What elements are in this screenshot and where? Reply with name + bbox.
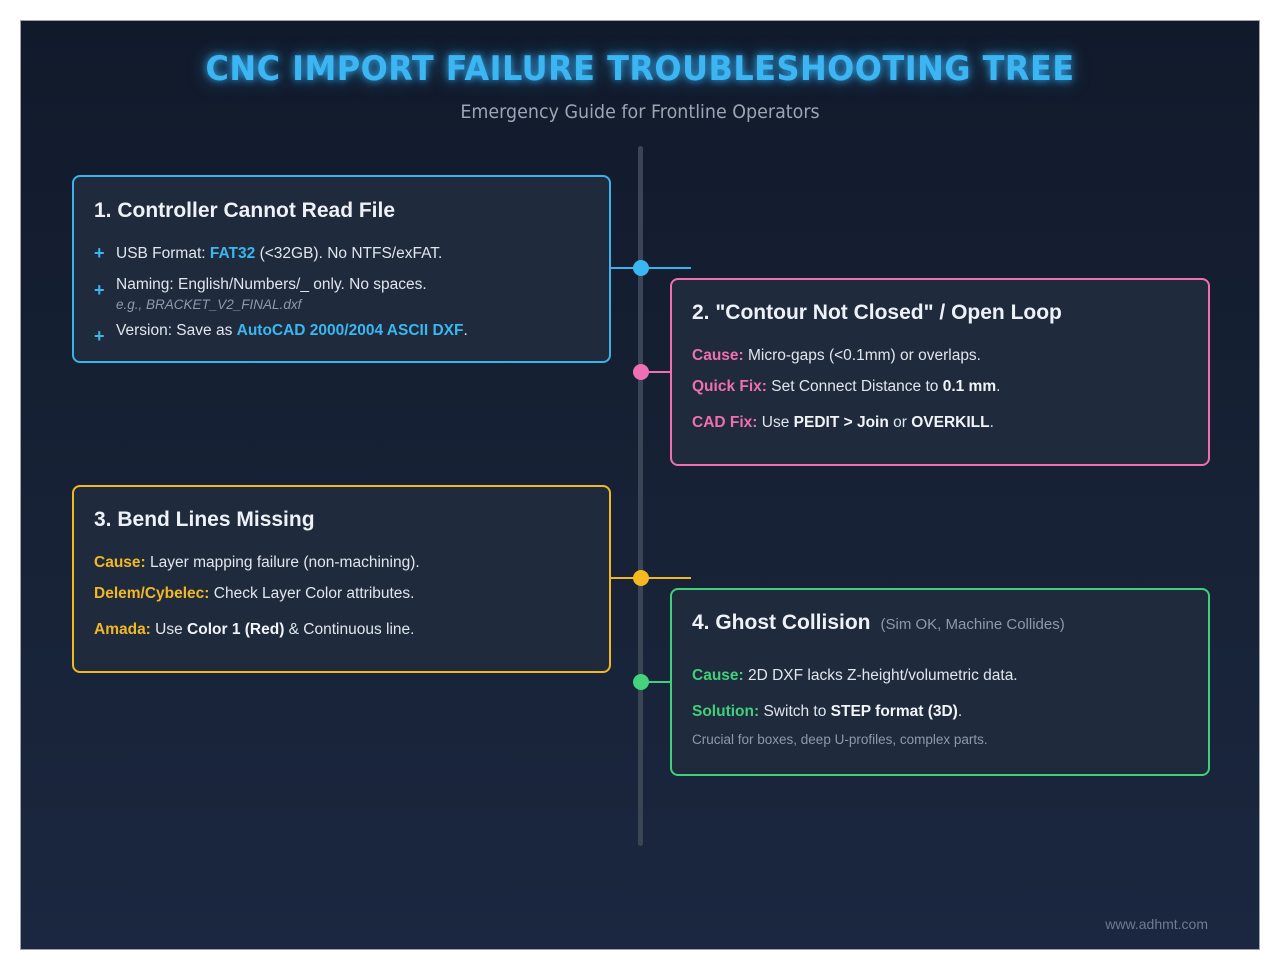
row-end: & Continuous line. <box>284 621 415 638</box>
row-solution: Solution: Switch to STEP format (3D). <box>692 703 962 721</box>
row-text: Use <box>757 414 794 431</box>
row-end: . <box>957 703 963 720</box>
card-title: 4. Ghost Collision (Sim OK, Machine Colli… <box>692 611 1065 635</box>
item-suffix: (<32GB). No NTFS/exFAT. <box>255 245 443 262</box>
item-text: Version: Save as AutoCAD 2000/2004 ASCII… <box>116 322 468 340</box>
row-bold: 0.1 mm <box>942 378 997 395</box>
row-bold: Color 1 (Red) <box>187 621 285 638</box>
row-quick-fix: Quick Fix: Set Connect Distance to 0.1 m… <box>692 378 1000 396</box>
row-mid: or <box>888 414 912 431</box>
connector-3 <box>611 577 691 579</box>
timeline-line <box>638 146 643 846</box>
row-text: Layer mapping failure (non-machining). <box>145 554 420 571</box>
connector-2 <box>641 371 671 373</box>
connector-1 <box>611 267 691 269</box>
row-text: Set Connect Distance to <box>766 378 943 395</box>
item-example: e.g., BRACKET_V2_FINAL.dxf <box>116 297 302 312</box>
timeline-dot-1 <box>633 260 649 276</box>
row-bold-2: OVERKILL <box>911 414 990 431</box>
timeline-dot-4 <box>633 674 649 690</box>
card-bend-lines-missing: 3. Bend Lines Missing Cause: Layer mappi… <box>72 485 611 673</box>
row-label: Solution: <box>692 703 760 720</box>
row-label: Quick Fix: <box>692 378 767 395</box>
item-highlight: FAT32 <box>209 245 256 262</box>
row-label: Cause: <box>692 667 744 684</box>
row-label: Delem/Cybelec: <box>94 585 210 602</box>
row-text: Switch to <box>759 703 831 720</box>
row-label: Cause: <box>692 347 744 364</box>
plus-icon: + <box>94 280 105 300</box>
page-title: CNC IMPORT FAILURE TROUBLESHOOTING TREE <box>205 49 1075 89</box>
row-text: 2D DXF lacks Z-height/volumetric data. <box>743 667 1018 684</box>
item-prefix: USB Format: <box>116 245 210 262</box>
row-amada: Amada: Use Color 1 (Red) & Continuous li… <box>94 621 414 639</box>
plus-icon: + <box>94 326 105 346</box>
row-end: . <box>996 378 1001 395</box>
row-cause: Cause: Layer mapping failure (non-machin… <box>94 554 420 572</box>
row-text: Check Layer Color attributes. <box>209 585 415 602</box>
row-bold: STEP format (3D) <box>830 703 958 720</box>
timeline-dot-3 <box>633 570 649 586</box>
card-controller-cannot-read-file: 1. Controller Cannot Read File + USB For… <box>72 175 611 363</box>
card-title-note: (Sim OK, Machine Collides) <box>880 616 1065 633</box>
row-label: CAD Fix: <box>692 414 758 431</box>
row-label: Cause: <box>94 554 146 571</box>
row-delem-cybelec: Delem/Cybelec: Check Layer Color attribu… <box>94 585 415 603</box>
item-text: Naming: English/Numbers/_ only. No space… <box>116 276 427 293</box>
card-ghost-collision: 4. Ghost Collision (Sim OK, Machine Colli… <box>670 588 1210 776</box>
card-title: 1. Controller Cannot Read File <box>94 199 396 222</box>
card-title: 2. "Contour Not Closed" / Open Loop <box>692 301 1062 324</box>
row-cause: Cause: Micro-gaps (<0.1mm) or overlaps. <box>692 347 981 365</box>
item-prefix: Version: Save as <box>116 322 237 339</box>
item-text: USB Format: FAT32 (<32GB). No NTFS/exFAT… <box>116 245 442 263</box>
row-cad-fix: CAD Fix: Use PEDIT > Join or OVERKILL. <box>692 414 994 432</box>
row-text: Micro-gaps (<0.1mm) or overlaps. <box>743 347 981 364</box>
infographic-frame: CNC IMPORT FAILURE TROUBLESHOOTING TREE … <box>20 20 1260 950</box>
row-label: Amada: <box>94 621 151 638</box>
item-highlight: AutoCAD 2000/2004 ASCII DXF <box>236 322 464 339</box>
card-contour-not-closed: 2. "Contour Not Closed" / Open Loop Caus… <box>670 278 1210 466</box>
plus-icon: + <box>94 243 105 263</box>
timeline-dot-2 <box>633 364 649 380</box>
card-title-text: 4. Ghost Collision <box>692 611 871 634</box>
row-end: . <box>989 414 994 431</box>
card-note: Crucial for boxes, deep U-profiles, comp… <box>692 732 988 747</box>
page-subtitle: Emergency Guide for Frontline Operators <box>460 101 820 123</box>
row-text: Use <box>150 621 188 638</box>
item-suffix: . <box>463 322 468 339</box>
row-cause: Cause: 2D DXF lacks Z-height/volumetric … <box>692 667 1018 685</box>
card-title: 3. Bend Lines Missing <box>94 508 315 531</box>
connector-4 <box>641 681 671 683</box>
footer-site-link[interactable]: www.adhmt.com <box>1105 916 1208 932</box>
row-bold: PEDIT > Join <box>793 414 889 431</box>
